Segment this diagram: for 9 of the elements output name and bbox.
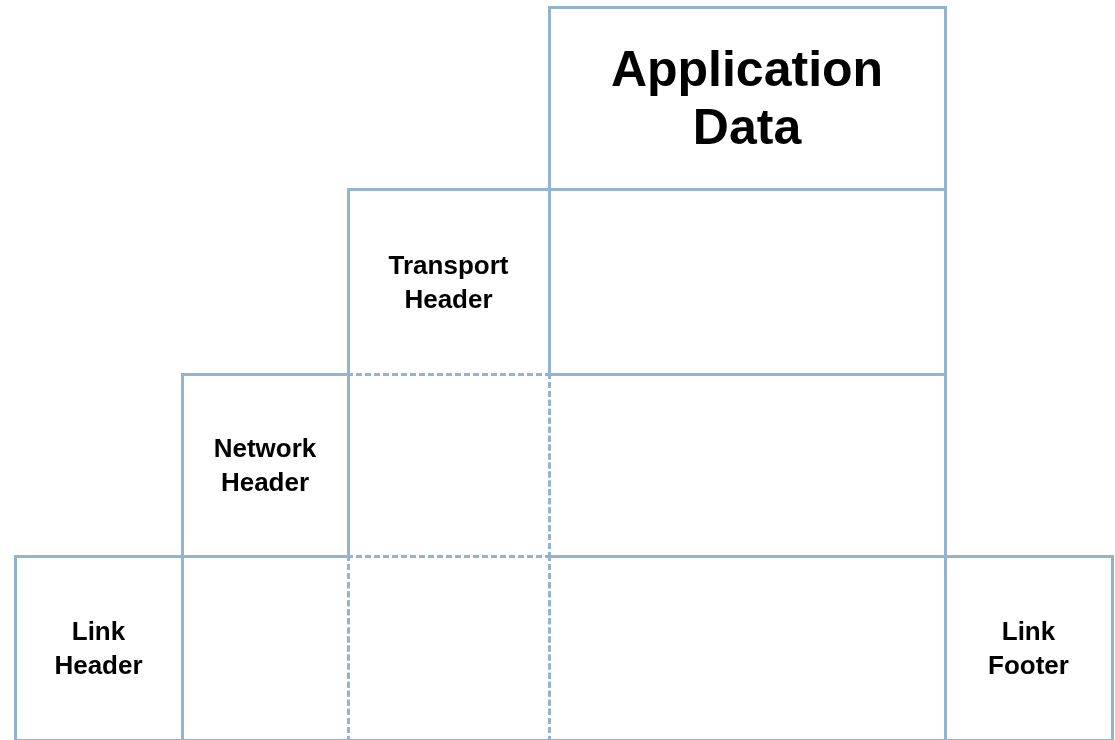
layer-box [346, 187, 551, 376]
layer-label: Application Data [609, 40, 885, 156]
layer-label: Transport Header [387, 248, 510, 316]
layer-label: Link Footer [987, 615, 1070, 682]
layer-box [180, 372, 350, 558]
layer-label: Network Header [212, 432, 318, 499]
layer-box [547, 5, 947, 191]
layer-box [13, 554, 184, 740]
layer-label: Link Header [53, 615, 144, 682]
